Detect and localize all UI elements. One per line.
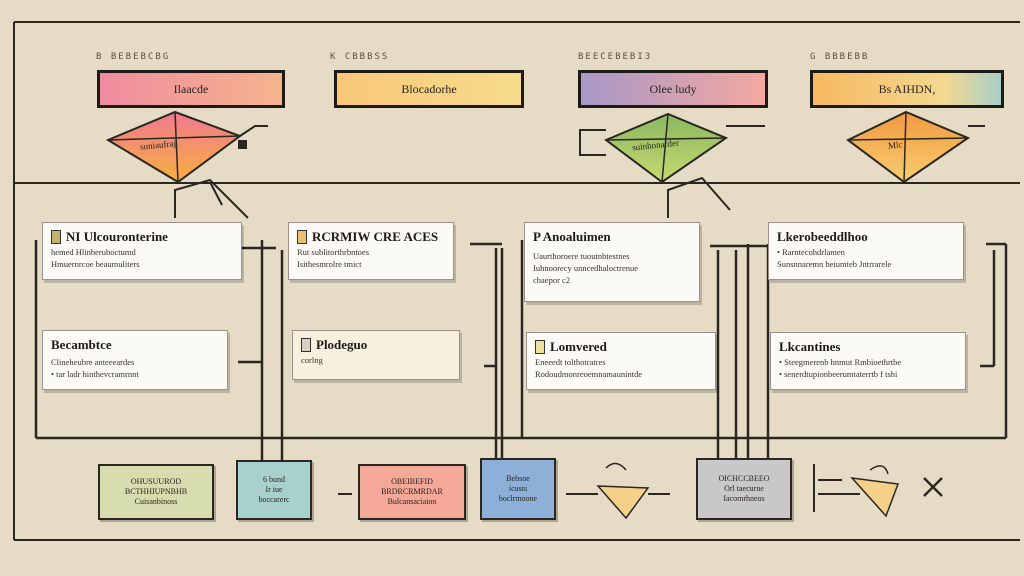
tag-icon [51, 230, 61, 244]
box-line: Bebsoe [506, 474, 530, 483]
card-line: Isithesmrolre tmict [297, 259, 362, 269]
card-line: • tar ladr hinthevcramrnnt [51, 369, 139, 379]
bottom-box-1: OHUSUUROD BCTHHIUPNBHB Cuisanbinoss [98, 464, 214, 520]
card-title: Lkerobeeddlhoo [777, 229, 868, 244]
card-line: Rodoudmonreoemnamaunintde [535, 369, 643, 379]
column-3-label: BEECEBEBI3 [578, 52, 653, 62]
column-2-header: Blocadorhe [334, 70, 524, 108]
card-line: Uaurthoroere tuoutnbtestnes [533, 251, 630, 261]
box-line: Cuisanbinoss [134, 497, 178, 506]
box-line: boccarerc [258, 495, 290, 504]
bottom-box-5: OICHCCBEEO Orl taecurne Iacomrhneos [696, 458, 792, 520]
card-title: Becambtce [51, 337, 112, 352]
card-line: Clineheubre anteeeardes [51, 357, 135, 367]
bottom-box-4: Bebsoe icusts boclrmoone [480, 458, 556, 520]
kite-shape [579, 112, 765, 184]
card-line: chaepor c2 [533, 275, 571, 285]
card-title: RCRMIW CRE ACES [312, 229, 439, 244]
column-1-top-card: NI Ulcouronterine hemed Hlinberuboctumd … [42, 222, 242, 280]
card-line: • Steegmerenb hnmut Rmbioethrtbe [779, 357, 902, 367]
column-4-label: G BBBEBB [810, 52, 870, 62]
column-2-bottom-card: Plodeguo corlng [292, 330, 460, 380]
card-title: P Anoaluimen [533, 229, 611, 244]
bottom-box-2: 6 bund Ir iue boccarerc [236, 460, 312, 520]
card-line: • Rarntecohdrlamen [777, 247, 845, 257]
card-line: hemed Hlinberuboctumd [51, 247, 136, 257]
box-line: OBEIBEFID [391, 477, 433, 486]
box-line: BCTHHIUPNBHB [124, 487, 188, 496]
box-line: OHUSUUROD [130, 477, 182, 486]
column-4-header: Bs AIHDN, [810, 70, 1004, 108]
kite-shape [846, 110, 985, 184]
column-1-bottom-card: Becambtce Clineheubre anteeeardes • tar … [42, 330, 228, 390]
kite-shape [105, 110, 268, 184]
box-line: Ir iue [265, 485, 283, 494]
column-2-top-card: RCRMIW CRE ACES Rut sublitorthrbntoes Is… [288, 222, 454, 280]
card-title: Plodeguo [316, 337, 368, 352]
box-line: 6 bund [263, 475, 285, 484]
box-line: OICHCCBEEO [718, 474, 770, 483]
card-line: • senerdtupionbeerumtaterrtb f tshi [779, 369, 898, 379]
box-line: BRDRCRMRDAR [381, 487, 443, 496]
card-line: Eneeedt tolthotratres [535, 357, 606, 367]
tag-icon [535, 340, 545, 354]
box-line: boclrmoone [498, 494, 538, 503]
column-1-header: Ilaacde [97, 70, 285, 108]
column-2-label: K CBBBSS [330, 52, 390, 62]
box-line: Orl taecurne [724, 484, 764, 493]
column-1-label: B BEBEBCBG [96, 52, 171, 62]
card-line: Iuhnoorecy unncedhaloctrenue [533, 263, 639, 273]
card-line: corlng [301, 355, 323, 365]
wedge-shape [596, 485, 650, 520]
wedge-shape [850, 476, 900, 518]
card-title: NI Ulcouronterine [66, 229, 168, 244]
bottom-box-3: OBEIBEFID BRDRCRMRDAR Bulcansaciaion [358, 464, 466, 520]
tag-icon [301, 338, 311, 352]
close-icon [923, 477, 943, 497]
box-line: Bulcansaciaion [387, 497, 437, 506]
card-line: Sunsnnaremn beiumteb Jntrrarele [777, 259, 892, 269]
card-line: Rut sublitorthrbntoes [297, 247, 370, 257]
column-3-header: Olee ludy [578, 70, 768, 108]
kite-4-label: Mlc [887, 139, 903, 151]
column-3-top-card: P Anoaluimen Uaurthoroere tuoutnbtestnes… [524, 222, 700, 302]
card-title: Lomvered [550, 339, 607, 354]
column-3-bottom-card: Lomvered Eneeedt tolthotratres Rodoudmon… [526, 332, 716, 390]
box-line: Iacomrhneos [723, 494, 765, 503]
column-4-bottom-card: Lkcantines • Steegmerenb hnmut Rmbioethr… [770, 332, 966, 390]
box-line: icusts [508, 484, 528, 493]
column-4-top-card: Lkerobeeddlhoo • Rarntecohdrlamen Sunsnn… [768, 222, 964, 280]
card-title: Lkcantines [779, 339, 841, 354]
card-line: Hmuernrcoe beaumuliters [51, 259, 140, 269]
tag-icon [297, 230, 307, 244]
